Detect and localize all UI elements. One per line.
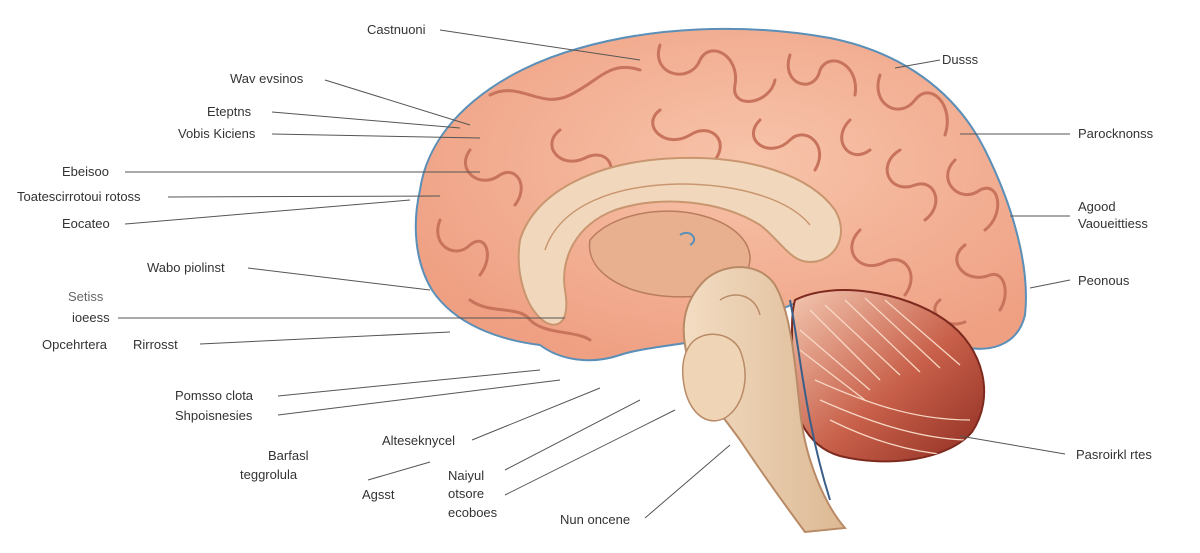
label-l8: Wabo piolinst bbox=[147, 260, 225, 275]
label-l12: Rirrosst bbox=[133, 337, 178, 352]
corpus-callosum bbox=[517, 156, 842, 326]
label-l22: Nun oncene bbox=[560, 512, 631, 527]
label-r1: Dusss bbox=[942, 52, 979, 67]
label-l3: Eteptns bbox=[207, 104, 252, 119]
label-l7: Eocateo bbox=[62, 216, 110, 231]
label-r6: Pasroirkl rtes bbox=[1076, 447, 1152, 462]
label-l5: Ebeisoo bbox=[62, 164, 109, 179]
label-l11: Opcehrtera bbox=[42, 337, 108, 352]
label-l6: Toatescirrotoui rotoss bbox=[17, 189, 141, 204]
label-l21: ecoboes bbox=[448, 505, 498, 520]
label-r2: Parocknonss bbox=[1078, 126, 1154, 141]
label-l1: Castnuoni bbox=[367, 22, 426, 37]
pons bbox=[681, 333, 746, 422]
label-l10: ioeess bbox=[72, 310, 110, 325]
label-l20: otsore bbox=[448, 486, 485, 501]
leader-lines bbox=[118, 29, 1071, 519]
label-r5: Peonous bbox=[1078, 273, 1130, 288]
label-l18: Agsst bbox=[362, 487, 395, 502]
label-l16: Barfasl bbox=[268, 448, 309, 463]
label-l17: teggrolula bbox=[240, 467, 298, 482]
label-l9: Setiss bbox=[68, 289, 104, 304]
label-l4: Vobis Kiciens bbox=[178, 126, 256, 141]
label-l14: Shpoisnesies bbox=[175, 408, 253, 423]
label-l2: Wav evsinos bbox=[230, 71, 304, 86]
label-l15: Alteseknycel bbox=[382, 433, 455, 448]
label-l13: Pomsso clota bbox=[175, 388, 254, 403]
cerebellum-folia bbox=[799, 297, 971, 456]
label-r3: Agood bbox=[1078, 199, 1116, 214]
label-r4: Vaoueittiess bbox=[1078, 216, 1148, 231]
label-l19: Naiyul bbox=[448, 468, 485, 483]
